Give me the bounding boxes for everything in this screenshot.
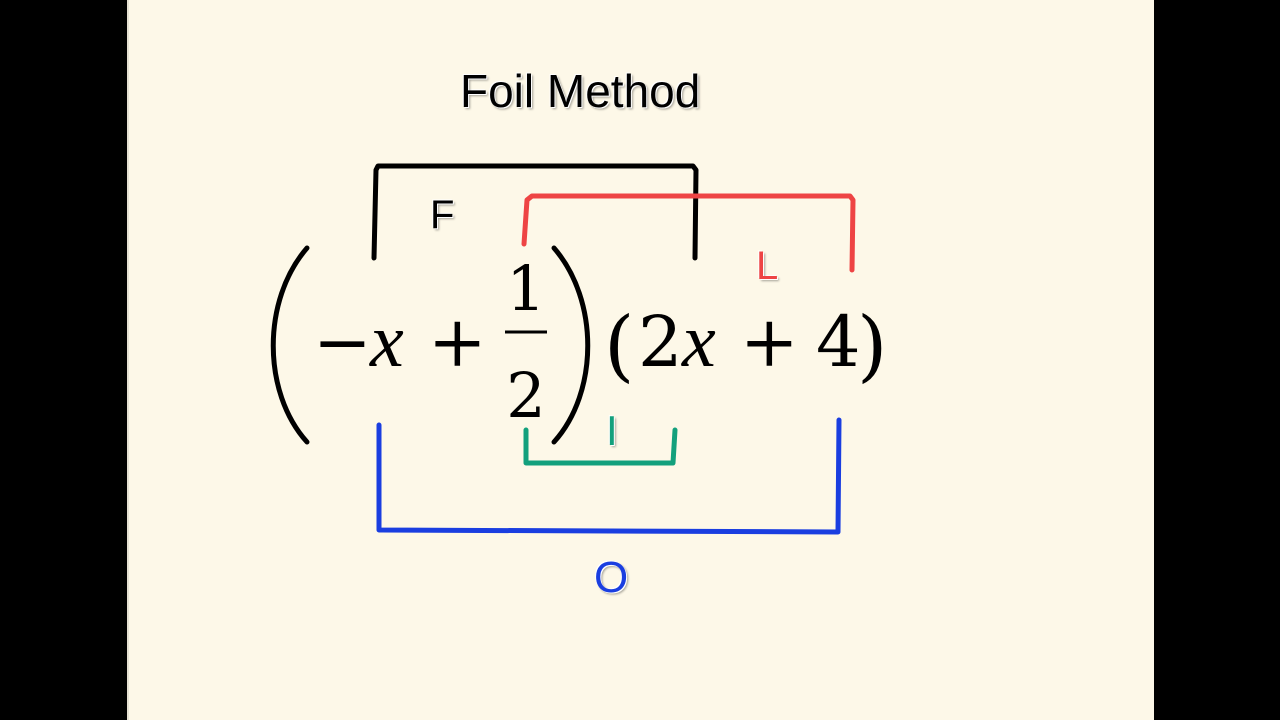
first-bracket	[371, 163, 699, 261]
last-bracket	[521, 193, 856, 273]
plus-sign-2: +	[740, 301, 799, 383]
big-left-paren	[270, 245, 310, 445]
label-first: F	[430, 193, 455, 237]
plus-sign-1: +	[428, 301, 487, 383]
fraction-denominator: 2	[506, 359, 545, 432]
slide-title: Foil Method	[460, 65, 701, 117]
inner-bracket	[523, 427, 678, 466]
slide-edge	[127, 0, 129, 720]
constant-4: 4	[816, 301, 861, 383]
outer-bracket	[376, 417, 842, 535]
label-inner: I	[606, 407, 618, 454]
big-right-paren	[551, 245, 591, 445]
fraction-numerator: 1	[506, 252, 545, 325]
term-x-2: x	[681, 299, 716, 383]
label-last: L	[756, 244, 779, 288]
paren-open-2: (	[604, 301, 634, 391]
slide-canvas	[127, 0, 1154, 720]
minus-sign: −	[313, 301, 372, 383]
term-x-1: x	[369, 299, 404, 383]
paren-close-2: )	[857, 301, 887, 391]
coefficient-2: 2	[638, 301, 683, 383]
label-outer: O	[594, 553, 629, 602]
